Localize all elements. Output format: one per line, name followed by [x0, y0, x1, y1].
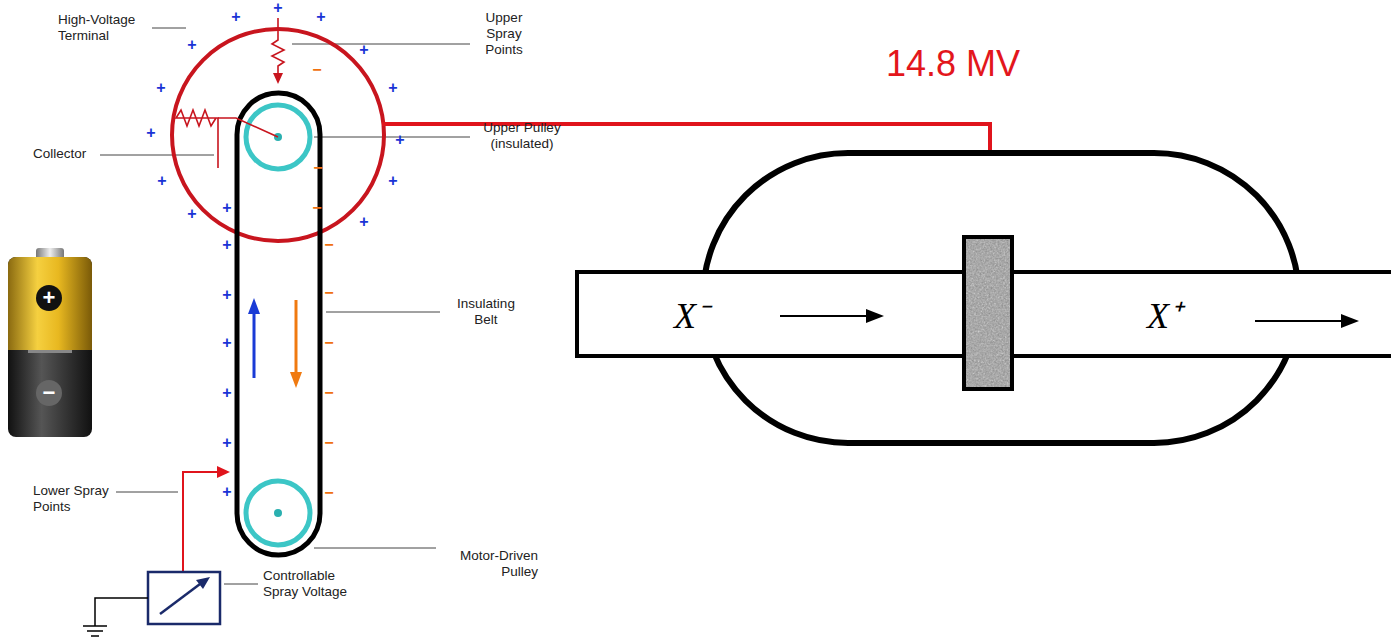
ground-symbol — [83, 626, 107, 636]
battery-icon — [8, 248, 92, 437]
part-label: Upper Pulley (insulated) — [474, 120, 570, 152]
high-voltage-terminal — [172, 29, 384, 241]
collector-wire — [218, 118, 278, 137]
positive-charge: + — [359, 40, 368, 59]
downward-arrow — [295, 300, 298, 372]
positive-charge: + — [222, 482, 231, 501]
positive-charge: + — [395, 130, 404, 149]
stripper-foil — [964, 237, 1012, 389]
negative-charge: − — [324, 383, 333, 402]
spray-resistor — [272, 18, 284, 74]
arrowhead — [217, 466, 230, 478]
part-label: Insulating Belt — [446, 296, 526, 328]
positive-charge: + — [388, 171, 397, 190]
battery-terminal-sign: − — [43, 382, 56, 404]
beam-tube-node: X⁻ X⁺ — [577, 272, 1391, 356]
positive-charge: + — [273, 0, 282, 18]
beam-arrow — [1255, 320, 1343, 322]
collector-resistor — [176, 110, 218, 168]
part-label: Lower Spray Points — [33, 483, 115, 515]
positive-charge: + — [222, 285, 231, 304]
negative-charge: − — [312, 198, 321, 217]
positive-charge: + — [222, 333, 231, 352]
arrowhead — [1341, 314, 1359, 328]
insulating-belt — [237, 93, 320, 555]
negative-charge: − — [324, 235, 333, 254]
positive-charge: + — [187, 35, 196, 54]
negative-charge: − — [324, 333, 333, 352]
part-label: Collector — [33, 146, 103, 162]
arrowhead — [290, 372, 302, 388]
ion-symbol: X⁺ — [1147, 290, 1181, 339]
arrowhead — [248, 298, 260, 314]
negative-charge: − — [324, 283, 333, 302]
positive-charge: + — [222, 235, 231, 254]
negative-charge: − — [313, 158, 322, 177]
ground-wire — [95, 598, 148, 626]
lower-pulley — [246, 481, 310, 545]
positive-charge: + — [388, 78, 397, 97]
positive-charge: + — [146, 123, 155, 142]
arrowhead — [866, 309, 884, 323]
negative-charge: − — [324, 433, 333, 452]
part-label: Upper Spray Points — [473, 10, 535, 59]
positive-charge: + — [222, 198, 231, 217]
foil-texture — [966, 239, 1010, 387]
negative-charge: − — [312, 60, 321, 79]
positive-charge: + — [222, 433, 231, 452]
positive-charge: + — [157, 171, 166, 190]
pulley-axle — [274, 509, 282, 517]
positive-charge: + — [231, 7, 240, 26]
negative-charge: − — [324, 483, 333, 502]
variable-arrow — [160, 584, 200, 614]
voltage-label: 14.8 MV — [886, 42, 1020, 85]
part-label: High-Voltage Terminal — [58, 12, 158, 44]
positive-charge: + — [359, 212, 368, 231]
ion-symbol: X⁻ — [674, 290, 708, 339]
spray-wire — [183, 472, 218, 572]
beam-arrow — [780, 315, 868, 317]
positive-charge: + — [222, 383, 231, 402]
part-label: Controllable Spray Voltage — [263, 568, 367, 600]
leader-lines — [100, 28, 470, 584]
part-label: Motor-Driven Pulley — [438, 548, 538, 580]
arrowhead — [273, 73, 283, 84]
positive-charge: + — [187, 204, 196, 223]
positive-charge: + — [316, 7, 325, 26]
battery-terminal-sign: + — [43, 287, 56, 309]
upward-arrow — [253, 312, 256, 378]
voltage-supply-box — [148, 572, 220, 624]
arrowhead — [196, 577, 210, 589]
positive-charge: + — [156, 78, 165, 97]
